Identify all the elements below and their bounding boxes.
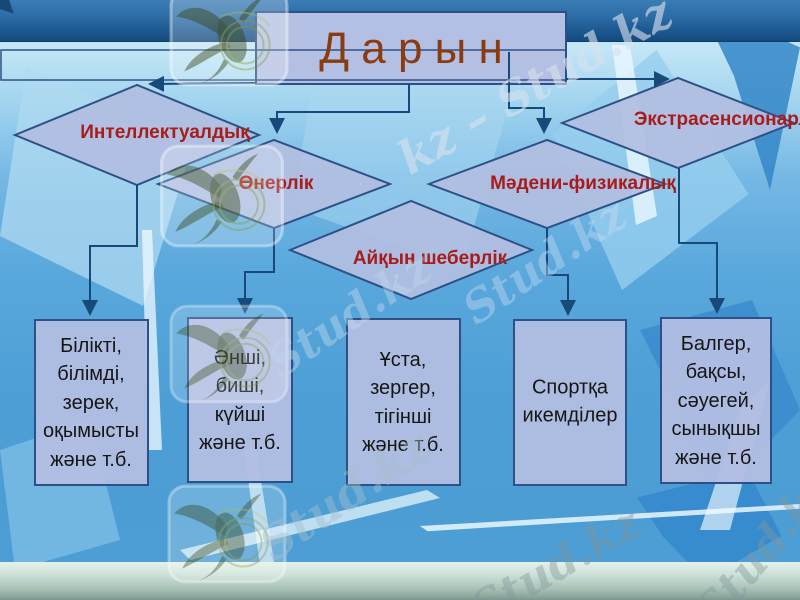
box-3 <box>346 318 461 486</box>
diamond-extrasensory <box>559 76 797 170</box>
diamond-label-evident-mastery: Айқын шеберлік <box>352 248 508 269</box>
diamond-label-artistic: Өнерлік <box>238 173 314 194</box>
connector-title-to-artistic <box>269 84 410 134</box>
diamond-label-extrasensory: Экстрасенсионарлық <box>633 109 800 130</box>
diamond-label-intellectual: Интеллектуалдық <box>80 122 250 143</box>
connector-title-to-cultural-physical <box>508 52 552 134</box>
diamond-label-cultural-physical: Мәдени-физикалық <box>490 173 676 194</box>
footer-band <box>0 562 800 600</box>
box-1 <box>34 319 149 486</box>
connector-intellectual-to-box1 <box>82 185 138 316</box>
box-label-5: Балгер, бақсы, сәуегей, сынықшы және т.б… <box>671 333 761 469</box>
box-label-4: Спортқа икемділер <box>522 376 618 427</box>
connector-cultural-to-box4 <box>546 228 576 316</box>
box-4 <box>513 319 627 486</box>
diamond-evident-mastery <box>287 199 535 301</box>
slide-title: Д а р ы н <box>319 24 503 73</box>
box-label-3: Ұста, зергер, тігінші және т.б. <box>362 349 444 457</box>
box-label-2: Әнші, биші, күйші және т.б. <box>199 347 281 455</box>
connector-artistic-to-box2 <box>237 228 275 314</box>
connector-title-to-intellectual <box>148 75 257 92</box>
title-box <box>255 11 567 85</box>
box-label-1: Білікті, білімді, зерек, оқымысты және т… <box>43 335 139 471</box>
diamond-cultural-physical <box>426 138 668 230</box>
connector-extrasensory-to-box5 <box>678 168 725 314</box>
box-5 <box>660 317 772 484</box>
corner-arrow-icon <box>0 0 14 14</box>
